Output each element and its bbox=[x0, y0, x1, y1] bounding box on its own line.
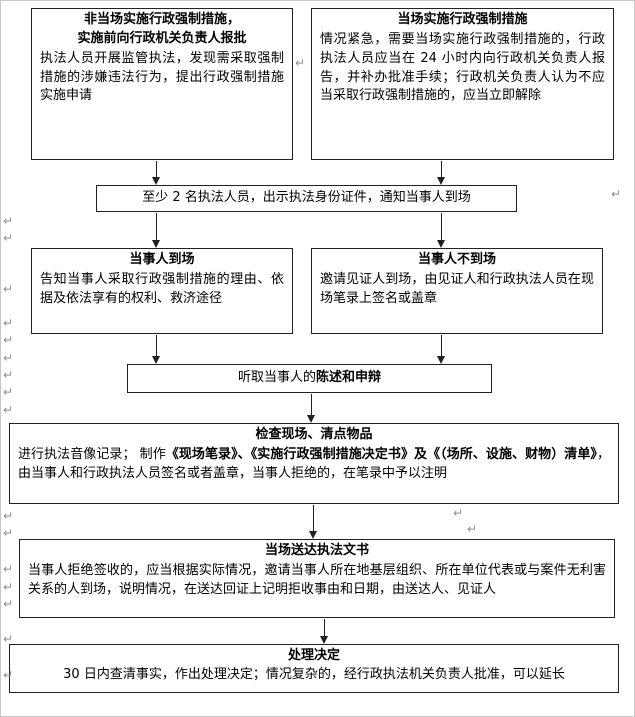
box-decision: 处理决定 30 日内查清事实，作出处理决定；情况复杂的，经行政执法机关负责人批准… bbox=[9, 644, 619, 693]
box-party-present: 当事人到场 告知当事人采取行政强制措施的理由、依据及依法享有的权利、救济途径 bbox=[31, 248, 293, 334]
box-delivery-documents-title: 当场送达执法文书 bbox=[264, 543, 369, 558]
return-mark: ↵ bbox=[3, 597, 14, 611]
arrow-present-to-statement bbox=[152, 335, 161, 364]
arrow-onsite-to-notify bbox=[437, 161, 446, 185]
box-inspection: 检查现场、清点物品 进行执法音像记录； 制作《现场笔录》、《实施行政强制措施决定… bbox=[9, 423, 619, 504]
return-mark: ↵ bbox=[3, 403, 14, 417]
box-delivery-documents-body: 当事人拒绝签收的，应当根据实际情况，邀请当事人所在地基层组织、所在单位代表或与案… bbox=[28, 562, 606, 597]
box-decision-title: 处理决定 bbox=[287, 648, 340, 663]
return-mark: ↵ bbox=[3, 580, 14, 594]
return-mark: ↵ bbox=[3, 282, 14, 296]
return-mark: ↵ bbox=[3, 214, 14, 228]
return-mark: ↵ bbox=[467, 522, 478, 536]
return-mark: ↵ bbox=[3, 526, 14, 540]
box-party-present-title: 当事人到场 bbox=[129, 252, 195, 267]
box-onsite-measures-body: 情况紧急，需要当场实施行政强制措施的，行政执法人员应当在 24 小时内向行政机关… bbox=[320, 31, 605, 104]
box-non-onsite-approval-body: 执法人员开展监管执法，发现需采取强制措施的涉嫌违法行为，提出行政强制措施实施申请 bbox=[40, 50, 284, 104]
box-party-absent-body: 邀请见证人到场，由见证人和行政执法人员在现场笔录上签名或盖章 bbox=[320, 271, 594, 306]
arrow-delivery-to-decision bbox=[320, 619, 329, 644]
title-line-1: 非当场实施行政强制措施， bbox=[83, 12, 240, 27]
return-mark: ↵ bbox=[295, 56, 306, 70]
box-inspection-title: 检查现场、清点物品 bbox=[255, 427, 373, 442]
return-mark: ↵ bbox=[453, 506, 464, 520]
box-notify-party: 至少 2 名执法人员，出示执法身份证件，通知当事人到场 bbox=[96, 185, 517, 212]
return-mark: ↵ bbox=[3, 351, 14, 365]
box-onsite-measures: 当场实施行政强制措施 情况紧急，需要当场实施行政强制措施的，行政执法人员应当在 … bbox=[311, 8, 614, 160]
box-inspection-body: 进行执法音像记录； 制作《现场笔录》、《实施行政强制措施决定书》及《（场所、设施… bbox=[10, 445, 618, 487]
title-line-2: 实施前向行政机关负责人报批 bbox=[77, 30, 247, 46]
return-mark: ↵ bbox=[3, 509, 14, 523]
box-party-absent: 当事人不到场 邀请见证人到场，由见证人和行政执法人员在现场笔录上签名或盖章 bbox=[311, 248, 603, 334]
box-inspection-body-bold: 《现场笔录》、《实施行政强制措施决定书》及《（场所、设施、财物）清单》 bbox=[165, 446, 597, 462]
box-non-onsite-approval-title: 非当场实施行政强制措施， 实施前向行政机关负责人报批 bbox=[32, 9, 292, 49]
return-mark: ↵ bbox=[3, 333, 14, 347]
return-mark: ↵ bbox=[3, 316, 14, 330]
box-statement-defense-text-regular: 听取当事人的 bbox=[237, 370, 316, 386]
return-mark: ↵ bbox=[3, 562, 14, 576]
box-onsite-measures-title: 当场实施行政强制措施 bbox=[397, 12, 528, 27]
box-party-present-body: 告知当事人采取行政强制措施的理由、依据及依法享有的权利、救济途径 bbox=[40, 271, 284, 306]
box-notify-party-text: 至少 2 名执法人员，出示执法身份证件，通知当事人到场 bbox=[142, 190, 471, 206]
return-mark: ↵ bbox=[3, 668, 14, 682]
arrow-preapproval-to-notify bbox=[152, 161, 161, 185]
box-inspection-body-part1: 进行执法音像记录； 制作 bbox=[18, 446, 166, 462]
return-mark: ↵ bbox=[3, 632, 14, 646]
box-statement-defense: 听取当事人的陈述和申辩 bbox=[127, 364, 492, 393]
arrow-notify-to-absent bbox=[437, 213, 446, 248]
arrow-statement-to-inspection bbox=[307, 394, 316, 423]
return-mark: ↵ bbox=[3, 385, 14, 399]
return-mark: ↵ bbox=[3, 368, 14, 382]
box-delivery-documents: 当场送达执法文书 当事人拒绝签收的，应当根据实际情况，邀请当事人所在地基层组织、… bbox=[19, 539, 615, 618]
box-decision-body: 30 日内查清事实，作出处理决定；情况复杂的，经行政执法机关负责人批准，可以延长 bbox=[63, 666, 565, 682]
box-inspection-body-part2: ， 由当事人和行政执法人员签名或者盖章，当事人拒绝的，在笔录中予以注明 bbox=[18, 446, 610, 481]
return-mark: ↵ bbox=[611, 187, 622, 201]
arrow-absent-to-statement bbox=[437, 335, 446, 364]
arrow-notify-to-present bbox=[152, 213, 161, 248]
box-statement-defense-text-bold: 陈述和申辩 bbox=[316, 370, 382, 386]
box-party-absent-title: 当事人不到场 bbox=[417, 252, 496, 267]
return-mark: ↵ bbox=[3, 231, 14, 245]
arrow-inspection-to-delivery bbox=[309, 505, 318, 539]
box-non-onsite-approval: 非当场实施行政强制措施， 实施前向行政机关负责人报批 执法人员开展监管执法，发现… bbox=[31, 8, 293, 160]
